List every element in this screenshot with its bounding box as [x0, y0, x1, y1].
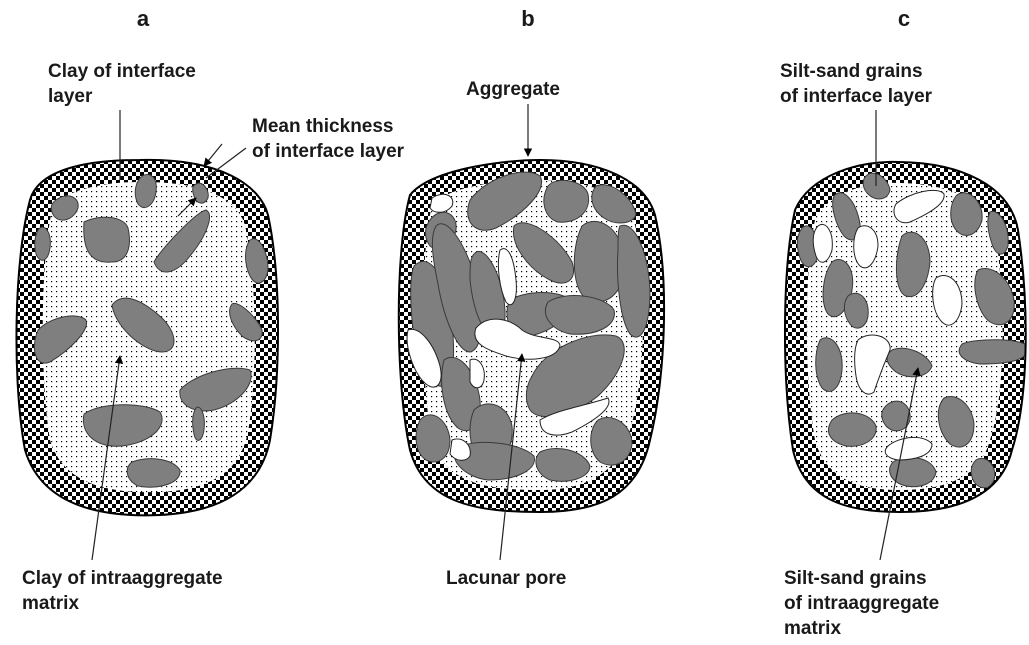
aggregate-c: [785, 162, 1028, 512]
label-clay-intraaggregate-matrix: Clay of intraaggregate: [22, 568, 223, 589]
clay-grain: [545, 296, 614, 335]
label-silt-sand-interface: Silt-sand grains: [780, 61, 923, 82]
clay-grain: [193, 407, 205, 440]
label-aggregate: Aggregate: [466, 79, 560, 100]
aggregate-b: [399, 160, 664, 512]
clay-grain: [127, 459, 180, 487]
white-grain: [813, 224, 832, 262]
panel-a-letter: a: [137, 6, 150, 31]
panel-b-letter: b: [521, 6, 534, 31]
thickness-arrow-outer: [204, 144, 222, 166]
label-lacunar-pore: Lacunar pore: [446, 568, 566, 589]
label-clay-interface-layer-2: layer: [48, 86, 93, 107]
label-silt-sand-interface-2: of interface layer: [780, 86, 933, 107]
label-silt-sand-matrix-3: matrix: [784, 618, 841, 639]
clay-grain: [84, 217, 130, 262]
label-silt-sand-matrix: Silt-sand grains: [784, 568, 927, 589]
panel-c-letter: c: [898, 6, 910, 31]
label-clay-intraaggregate-matrix-2: matrix: [22, 593, 79, 614]
label-clay-interface-layer: Clay of interface: [48, 61, 196, 82]
silt-sand-grain: [828, 413, 876, 446]
label-mean-thickness-2: of interface layer: [252, 141, 405, 162]
clay-grain: [35, 227, 51, 260]
label-silt-sand-matrix-2: of intraaggregate: [784, 593, 939, 614]
aggregate-a: [16, 160, 278, 515]
label-mean-thickness: Mean thickness: [252, 116, 394, 137]
